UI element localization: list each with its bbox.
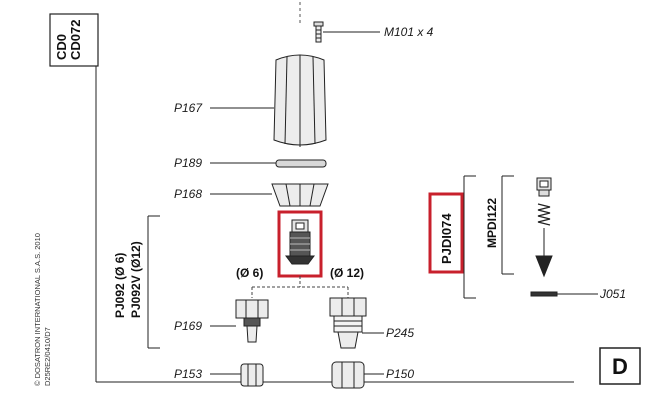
label-p168: P168 [174, 187, 202, 201]
screw-m101 [313, 21, 380, 43]
part-j051-washer [530, 291, 598, 297]
copyright-line: © DOSATRON INTERNATIONAL S.A.S. 2010 [33, 233, 42, 386]
split-dashed-lines [251, 276, 349, 298]
header-code-line1: CD0 [54, 34, 69, 60]
highlight-code-label: PJDI074 [439, 213, 454, 264]
label-j051: J051 [599, 287, 626, 301]
label-p189: P189 [174, 156, 202, 170]
label-p169: P169 [174, 319, 202, 333]
page-letter: D [612, 354, 628, 379]
header-code-line2: CD072 [68, 20, 83, 60]
part-p168 [210, 183, 329, 207]
group-right-label: MPDI122 [485, 198, 499, 248]
part-p245-fitting [329, 297, 384, 349]
part-p189-oring [210, 159, 327, 168]
revision-code: D25RE2/0410/D7 [43, 327, 52, 386]
label-diameter-6: (Ø 6) [236, 266, 263, 280]
header-code-box: CD0 CD072 [49, 13, 99, 67]
group-left-line2: PJ092V (Ø12) [129, 241, 143, 318]
part-valve-highlighted [277, 210, 323, 278]
label-p245: P245 [386, 326, 414, 340]
group-left-line1: PJ092 (Ø 6) [113, 253, 127, 318]
part-p153-nut [210, 363, 264, 387]
group-bracket-mpdi [501, 175, 514, 275]
label-diameter-12: (Ø 12) [330, 266, 364, 280]
part-valve-exploded [535, 177, 553, 278]
group-bracket-right [463, 175, 476, 299]
part-p150-nut [331, 361, 384, 389]
group-bracket-left [147, 215, 160, 349]
label-p150: P150 [386, 367, 414, 381]
highlight-box-code [428, 192, 464, 274]
label-p167: P167 [174, 101, 203, 115]
part-p167-cap [210, 54, 327, 147]
label-m101: M101 x 4 [384, 25, 434, 39]
page-letter-box: D [599, 347, 641, 385]
label-p153: P153 [174, 367, 202, 381]
part-p169-fitting [210, 299, 269, 343]
